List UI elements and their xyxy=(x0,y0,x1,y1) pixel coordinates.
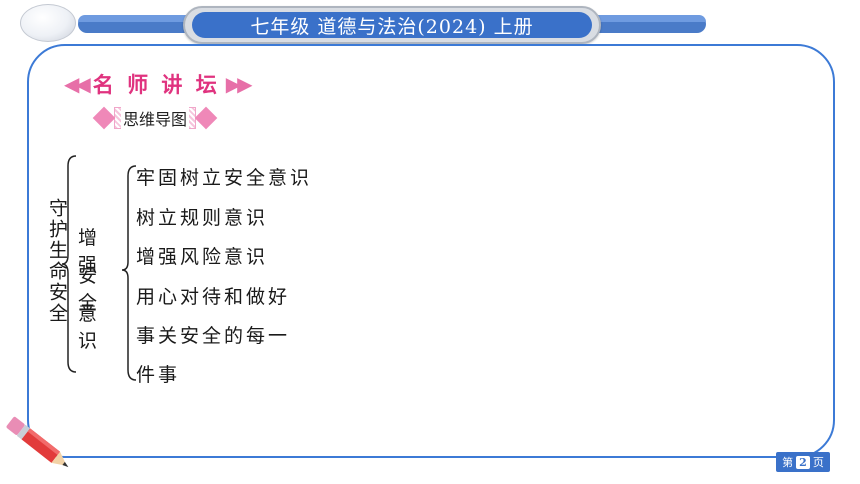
title-plaque: 七年级 道德与法治(2024) 上册 xyxy=(183,6,601,44)
header-ornament-circle xyxy=(20,4,76,42)
page-suffix: 页 xyxy=(812,456,824,469)
right-chevrons-icon: ▶▶ xyxy=(225,72,253,96)
page-title: 七年级 道德与法治(2024) 上册 xyxy=(192,12,592,38)
mind-map-leaf: 增强风险意识 xyxy=(136,246,269,268)
diamond-icon xyxy=(194,106,218,130)
mind-map-leaf: 事关安全的每一 xyxy=(136,325,291,347)
mind-map-tag: 思维导图 xyxy=(92,106,246,130)
page-prefix: 第 xyxy=(782,456,794,469)
mind-map-leaf: 牢固树立安全意识 xyxy=(136,167,313,189)
section-heading: ◀◀ 名 师 讲 坛 ▶▶ xyxy=(64,68,253,100)
mind-map-leaf: 树立规则意识 xyxy=(136,207,269,229)
page-number: 2 xyxy=(796,455,810,469)
mind-map-leaf: 件事 xyxy=(136,364,181,386)
mind-map-middle-line: 增强 xyxy=(78,227,106,276)
pencil-icon xyxy=(6,416,69,468)
mind-map-middle-line: 安全 xyxy=(78,265,106,314)
mind-map-tag-label: 思维导图 xyxy=(121,106,190,130)
mind-map-leaf: 用心对待和做好 xyxy=(136,286,291,308)
mind-map-root: 守护生命安全 xyxy=(46,198,68,324)
left-chevrons-icon: ◀◀ xyxy=(64,72,91,96)
page-number-badge: 第 2 页 xyxy=(776,452,830,472)
diamond-icon xyxy=(92,106,116,130)
mind-map-tag-body: 思维导图 xyxy=(114,106,197,130)
mind-map-middle-line: 意识 xyxy=(78,303,106,352)
section-heading-text: 名 师 讲 坛 xyxy=(92,72,220,97)
